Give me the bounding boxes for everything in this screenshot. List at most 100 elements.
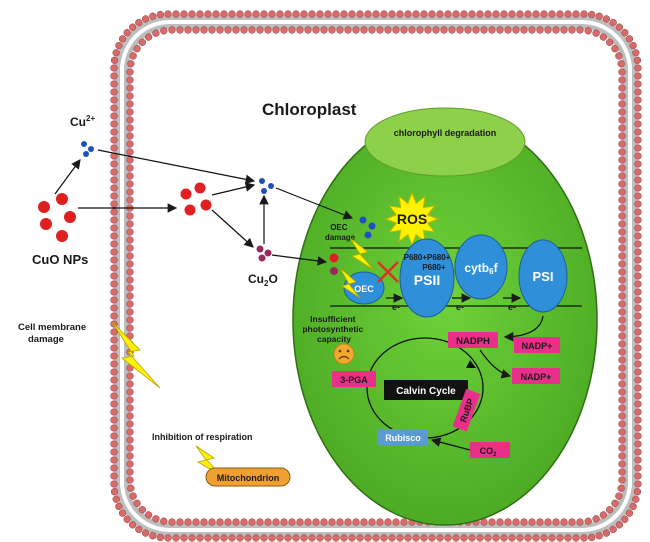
phospholipid-head xyxy=(452,534,460,542)
phospholipid-head xyxy=(617,60,625,68)
phospholipid-head xyxy=(126,292,134,300)
phospholipid-head xyxy=(599,33,607,41)
phospholipid-head xyxy=(428,10,436,18)
phospholipid-head xyxy=(444,534,452,542)
phospholipid-head xyxy=(618,380,626,388)
phospholipid-head xyxy=(126,116,134,124)
phospholipid-head xyxy=(312,26,320,34)
phospholipid-head xyxy=(488,26,496,34)
phospholipid-head xyxy=(634,384,642,392)
nadp-box-2 xyxy=(512,368,560,384)
phospholipid-head xyxy=(360,26,368,34)
phospholipid-head xyxy=(126,308,134,316)
sad-face-icon xyxy=(333,343,355,365)
phospholipid-head xyxy=(504,26,512,34)
phospholipid-head xyxy=(456,26,464,34)
phospholipid-head xyxy=(372,534,380,542)
phospholipid-head xyxy=(484,10,492,18)
phospholipid-head xyxy=(126,180,134,188)
phospholipid-head xyxy=(110,440,118,448)
phospholipid-head xyxy=(126,444,134,452)
phospholipid-head xyxy=(615,492,623,500)
phospholipid-head xyxy=(618,244,626,252)
phospholipid-head xyxy=(472,26,480,34)
phospholipid-head xyxy=(611,45,619,53)
phospholipid-head xyxy=(572,534,580,542)
phospholipid-head xyxy=(110,280,118,288)
phospholipid-head xyxy=(512,26,520,34)
phospholipid-head xyxy=(152,515,160,523)
phospholipid-head xyxy=(618,396,626,404)
co2-box xyxy=(470,442,510,458)
phospholipid-head xyxy=(544,26,552,34)
phospholipid-head xyxy=(416,26,424,34)
phospholipid-head xyxy=(588,533,596,542)
phospholipid-head xyxy=(618,308,626,316)
psi-complex xyxy=(518,239,568,313)
phospholipid-head xyxy=(110,232,118,240)
phospholipid-head xyxy=(634,328,642,336)
phospholipid-head xyxy=(135,18,143,27)
phospholipid-head xyxy=(126,124,134,132)
phospholipid-head xyxy=(184,26,192,34)
phospholipid-head xyxy=(256,26,264,34)
phospholipid-head xyxy=(336,518,344,526)
phospholipid-head xyxy=(168,518,176,526)
phospholipid-head xyxy=(110,288,118,296)
chlorophyll-degradation-label: chlorophyll degradation xyxy=(394,128,497,138)
phospholipid-head xyxy=(126,252,134,260)
phospholipid-head xyxy=(248,518,256,526)
phospholipid-head xyxy=(376,26,384,34)
phospholipid-head xyxy=(634,248,642,256)
mitochondrion-label: Mitochondrion xyxy=(217,473,280,483)
phospholipid-head xyxy=(540,534,548,542)
phospholipid-head xyxy=(444,10,452,18)
phospholipid-head xyxy=(372,10,380,18)
phospholipid-head xyxy=(380,10,388,18)
phospholipid-head xyxy=(618,220,626,228)
phospholipid-head xyxy=(126,260,134,268)
phospholipid-head xyxy=(556,10,564,18)
phospholipid-head xyxy=(110,272,118,280)
phospholipid-head xyxy=(504,518,512,526)
phospholipid-head xyxy=(272,26,280,34)
phospholipid-head xyxy=(176,26,184,34)
inhibition-respiration-label: Inhibition of respiration xyxy=(152,432,253,442)
phospholipid-head xyxy=(110,56,119,64)
phospholipid-head xyxy=(618,252,626,260)
phospholipid-head xyxy=(634,360,642,368)
phospholipid-head xyxy=(196,10,204,18)
phospholipid-head xyxy=(126,436,134,444)
phospholipid-head xyxy=(584,517,592,525)
phospholipid-head xyxy=(516,534,524,542)
phospholipid-head xyxy=(123,28,131,37)
phospholipid-head xyxy=(634,96,642,104)
phospholipid-head xyxy=(376,518,384,526)
phospholipid-head xyxy=(172,10,180,18)
phospholipid-head xyxy=(618,228,626,236)
insufficient-capacity-label: Insufficient photosynthetic capacity xyxy=(302,314,365,344)
phospholipid-head xyxy=(420,534,428,542)
phospholipid-head xyxy=(252,10,260,18)
phospholipid-head xyxy=(621,515,629,524)
cu2o-particles-oec xyxy=(329,253,339,275)
phospholipid-head xyxy=(160,27,168,35)
phospholipid-head xyxy=(180,10,188,18)
calvin-cycle-box xyxy=(384,380,468,400)
phospholipid-head xyxy=(634,480,642,488)
phospholipid-head xyxy=(576,26,584,34)
phospholipid-head xyxy=(236,534,244,542)
phospholipid-head xyxy=(126,236,134,244)
phospholipid-head xyxy=(618,84,626,92)
phospholipid-head xyxy=(524,534,532,542)
phospholipid-head xyxy=(634,424,642,432)
phospholipid-head xyxy=(328,518,336,526)
phospholipid-head xyxy=(344,26,352,34)
phospholipid-head xyxy=(126,188,134,196)
phospholipid-head xyxy=(110,464,118,472)
phospholipid-head xyxy=(126,148,134,156)
phospholipid-head xyxy=(356,10,364,18)
calvin-cycle-label: Calvin Cycle xyxy=(396,386,456,397)
phospholipid-head xyxy=(634,72,642,80)
lightning-icon xyxy=(349,237,375,271)
